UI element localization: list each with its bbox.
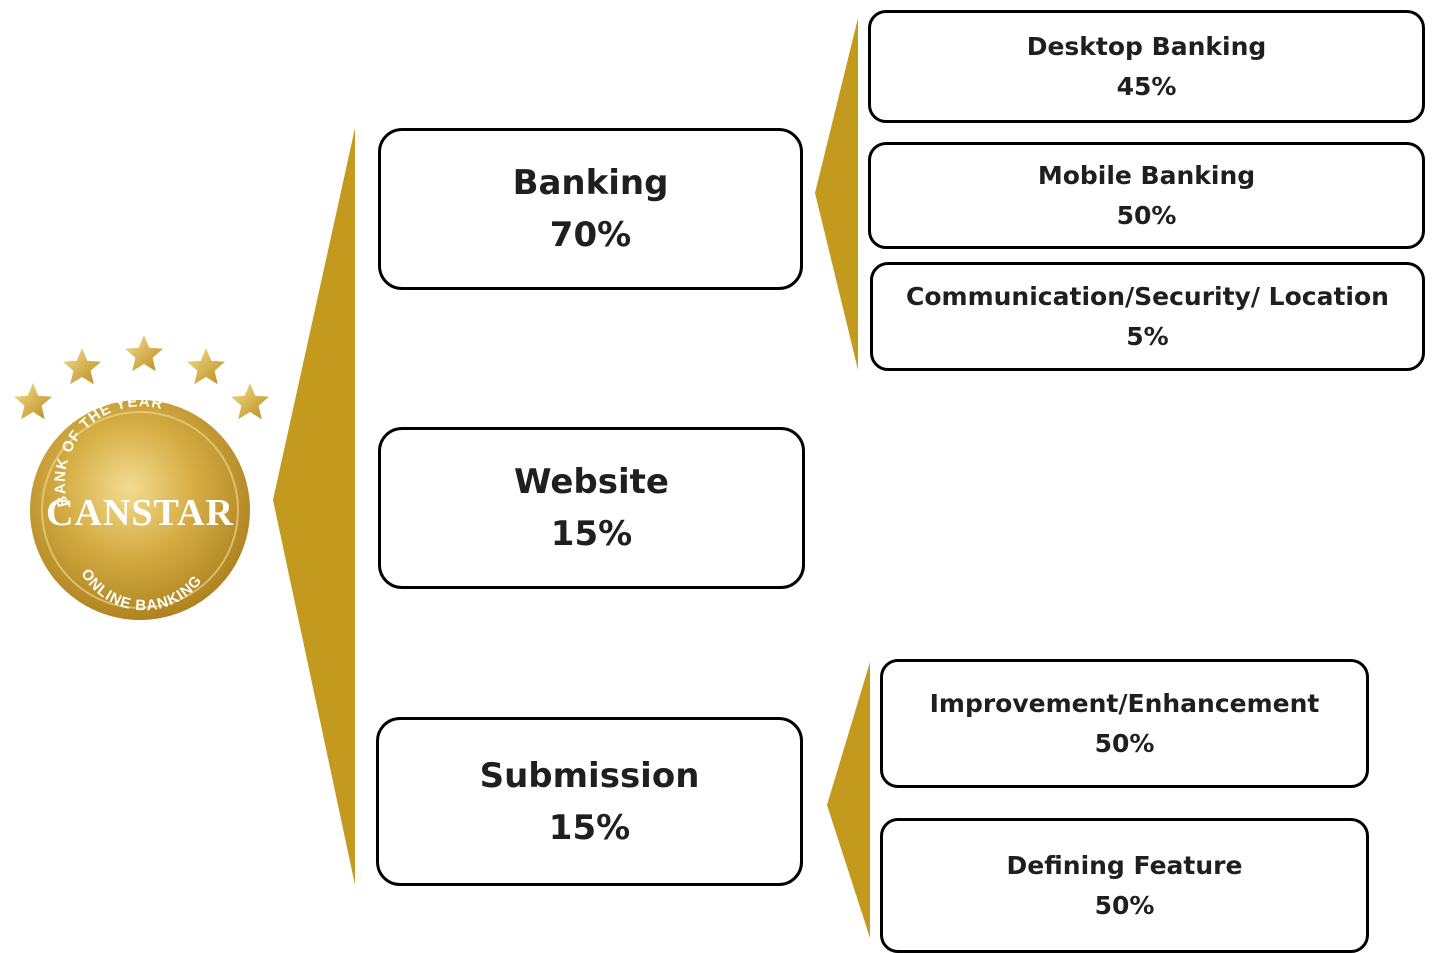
- subcategory-label: Defining Feature: [1006, 850, 1243, 880]
- category-weight: 15%: [550, 514, 633, 554]
- subcategory-desktop-banking: Desktop Banking 45%: [868, 10, 1425, 123]
- subcategory-weight: 45%: [1116, 71, 1177, 101]
- subcategory-label: Mobile Banking: [1037, 160, 1256, 190]
- subcategory-label: Improvement/Enhancement: [929, 688, 1320, 718]
- category-label: Submission: [479, 755, 700, 796]
- category-submission: Submission 15%: [376, 717, 803, 886]
- canstar-logo: BANK OF THE YEAR CANSTAR ONLINE BANKING: [14, 335, 269, 620]
- subcategory-label: Desktop Banking: [1026, 31, 1267, 61]
- category-weight: 15%: [548, 807, 631, 848]
- main-bracket: [273, 128, 355, 885]
- star-icon: [63, 348, 101, 385]
- subcategory-communication-security-location: Communication/Security/ Location 5%: [870, 262, 1425, 371]
- category-label: Website: [514, 462, 669, 502]
- subcategory-improvement-enhancement: Improvement/Enhancement 50%: [880, 659, 1369, 788]
- subcategory-defining-feature: Defining Feature 50%: [880, 818, 1369, 953]
- category-website: Website 15%: [378, 427, 805, 589]
- subcategory-weight: 5%: [1126, 321, 1169, 351]
- logo-brand: CANSTAR: [46, 492, 234, 534]
- subcategory-weight: 50%: [1094, 728, 1155, 758]
- category-label: Banking: [512, 163, 669, 203]
- category-weight: 70%: [549, 215, 632, 255]
- star-icon: [231, 383, 269, 420]
- banking-bracket: [815, 18, 858, 370]
- subcategory-label: Communication/Security/ Location: [906, 281, 1389, 311]
- star-icon: [187, 348, 225, 385]
- subcategory-mobile-banking: Mobile Banking 50%: [868, 142, 1425, 249]
- subcategory-weight: 50%: [1094, 890, 1155, 920]
- subcategory-weight: 50%: [1116, 200, 1177, 230]
- star-icon: [14, 383, 52, 420]
- category-banking: Banking 70%: [378, 128, 803, 290]
- submission-bracket: [827, 662, 870, 938]
- star-icon: [125, 335, 163, 372]
- medal: [30, 400, 250, 620]
